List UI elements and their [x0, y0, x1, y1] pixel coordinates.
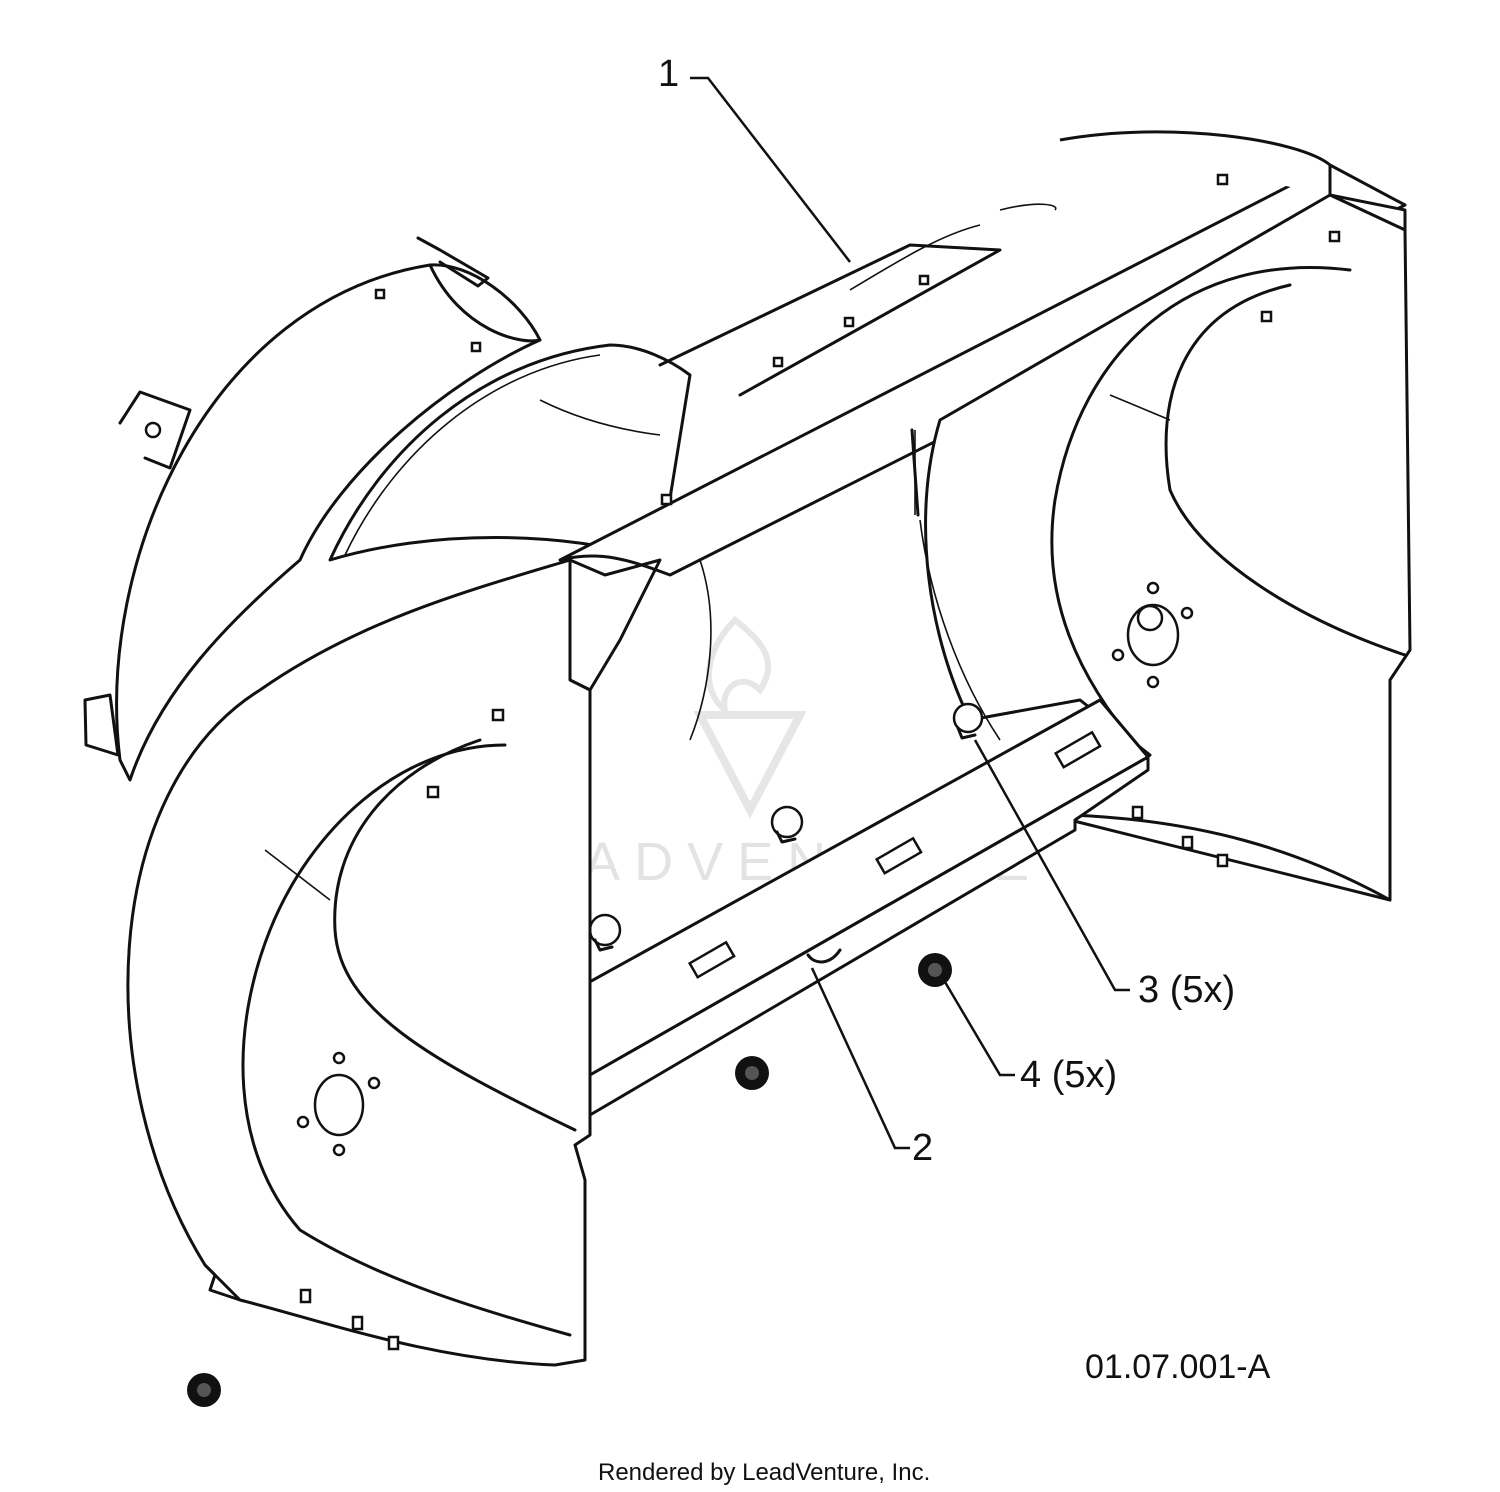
right-housing [919, 193, 1412, 902]
callout-3: 3 (5x) [1138, 969, 1235, 1011]
scraper-bar [573, 698, 1150, 1117]
top-panel [539, 130, 1407, 577]
callout-4: 4 (5x) [1020, 1054, 1117, 1096]
flange-nuts [187, 953, 952, 1407]
callout-1: 1 [658, 53, 679, 95]
figure-id: 01.07.001-A [1085, 1348, 1271, 1386]
carriage-bolts [588, 702, 984, 952]
credit-text: Rendered by LeadVenture, Inc. [598, 1459, 930, 1486]
leader-lines [690, 76, 1130, 1150]
left-front-housing [126, 558, 662, 1367]
auger-drum [328, 343, 712, 741]
watermark-logo [693, 615, 807, 819]
callout-2: 2 [912, 1127, 933, 1169]
left-rear-housing [83, 236, 542, 782]
